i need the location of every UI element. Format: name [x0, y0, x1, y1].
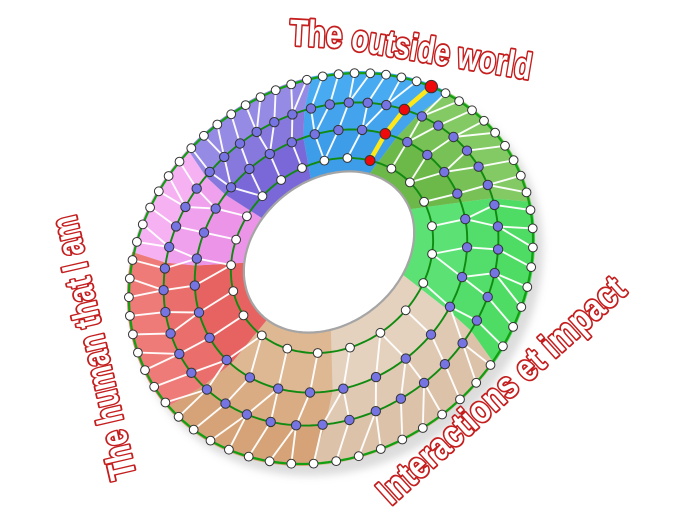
svg-text:The: The [289, 12, 344, 56]
